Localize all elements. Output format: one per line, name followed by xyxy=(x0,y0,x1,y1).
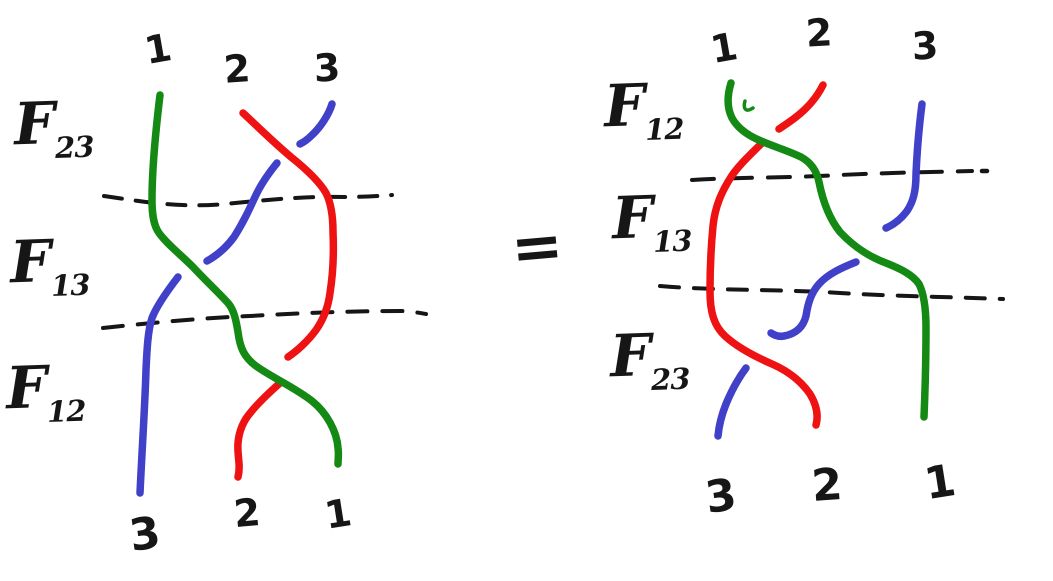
operator-subscript: 13 xyxy=(50,267,90,303)
right-strand-2-red-bottom xyxy=(706,138,821,429)
operator-subscript: 13 xyxy=(652,223,692,259)
left-strand-1-green xyxy=(148,91,343,468)
equals-sign: = xyxy=(507,207,567,286)
operator-base: F xyxy=(610,182,655,253)
operator-base: F xyxy=(4,352,49,423)
left-divider-f13-f12 xyxy=(101,309,428,330)
right-operator-f13: F13 xyxy=(611,183,693,259)
operator-subscript: 12 xyxy=(644,111,684,147)
left-strand-3-blue-bottom xyxy=(136,273,182,497)
left-bottom-label-1: 1 xyxy=(321,490,355,538)
operator-subscript: 23 xyxy=(650,361,690,397)
right-divider-f12-f13 xyxy=(690,169,974,182)
left-operator-f13: F13 xyxy=(9,227,91,303)
right-top-label-2: 2 xyxy=(804,10,834,56)
left-operator-f12: F12 xyxy=(5,353,87,429)
left-strand-3-blue-middle xyxy=(203,159,281,265)
operator-base: F xyxy=(608,320,653,391)
right-bottom-label-1: 1 xyxy=(920,454,960,511)
operator-subscript: 12 xyxy=(46,393,86,429)
right-operator-f12: F12 xyxy=(603,71,685,147)
left-bottom-label-2: 2 xyxy=(231,489,263,537)
right-operator-f23: F23 xyxy=(609,321,691,397)
right-strand-3-blue-middle xyxy=(767,258,860,340)
left-top-label-2: 2 xyxy=(222,46,252,92)
operator-base: F xyxy=(12,88,57,159)
right-strand-1-green xyxy=(724,79,930,421)
right-strand-3-blue-bottom xyxy=(714,364,750,440)
right-green-stray-tick xyxy=(742,99,755,112)
left-operator-f23: F23 xyxy=(13,89,95,165)
right-bottom-label-2: 2 xyxy=(809,458,845,513)
left-top-label-3: 3 xyxy=(312,45,342,91)
right-bottom-label-3: 3 xyxy=(702,469,740,524)
left-strand-2-red-bottom xyxy=(234,379,284,481)
operator-subscript: 23 xyxy=(54,129,94,165)
operator-base: F xyxy=(602,70,647,141)
right-strand-2-red-top xyxy=(775,81,827,133)
left-strand-3-blue-top xyxy=(296,100,336,148)
operator-base: F xyxy=(8,226,53,297)
right-strand-3-blue-top xyxy=(882,100,926,232)
left-strand-2-red-top xyxy=(239,109,338,361)
right-top-label-3: 3 xyxy=(910,23,940,69)
left-bottom-label-3: 3 xyxy=(126,507,164,562)
